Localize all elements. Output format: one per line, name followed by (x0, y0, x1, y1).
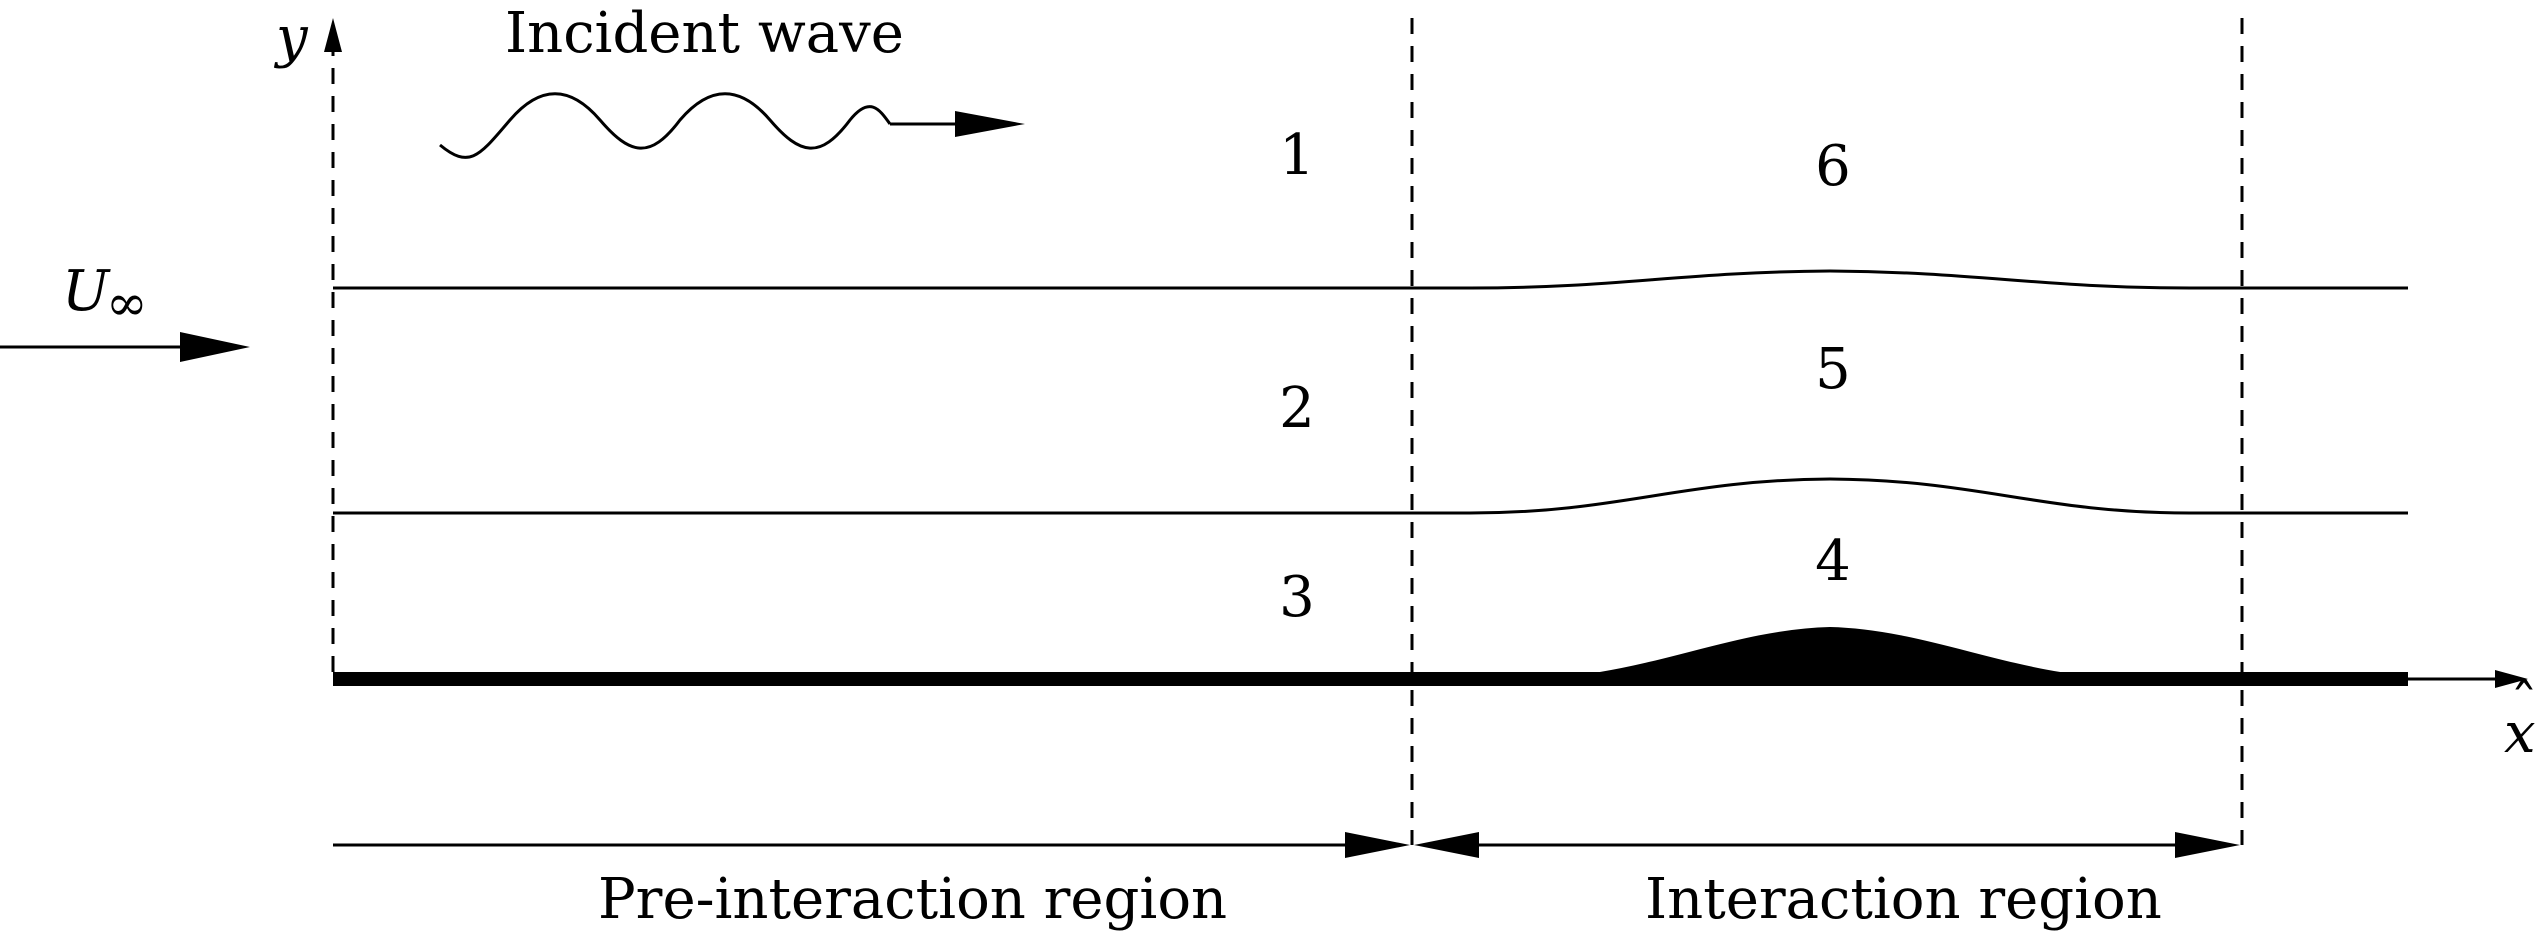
wall (333, 672, 2408, 686)
wall-hump (1599, 626, 2061, 674)
pre-interaction-arrowhead (1345, 832, 1410, 858)
interaction-left-arrowhead (1414, 832, 1479, 858)
upper-layer-boundary (333, 269, 2408, 290)
interaction-label: Interaction region (1645, 867, 2162, 932)
incident-wave-label: Incident wave (505, 1, 904, 66)
y-axis-arrowhead (324, 18, 342, 52)
region-label-5: 5 (1815, 337, 1851, 402)
freestream-label: U (62, 259, 111, 324)
interaction-right-arrowhead (2175, 832, 2240, 858)
incident-wave-arrowhead (955, 111, 1025, 137)
y-axis-hat: ˆ (283, 0, 311, 44)
incident-wave-squiggle (439, 92, 892, 159)
freestream-arrowhead (180, 332, 250, 362)
pre-interaction-label: Pre-interaction region (598, 867, 1227, 932)
middle-layer-boundary (333, 477, 2408, 515)
region-label-4: 4 (1815, 529, 1851, 594)
region-label-6: 6 (1815, 134, 1851, 199)
x-axis-arrowhead (2495, 670, 2528, 688)
region-label-1: 1 (1279, 123, 1315, 188)
x-axis-hat: ˆ (2510, 673, 2536, 738)
x-axis-label: x (2504, 701, 2536, 766)
freestream-subscript: ∞ (106, 274, 148, 332)
y-axis-label: y (273, 5, 309, 70)
region-label-2: 2 (1279, 376, 1315, 441)
region-label-3: 3 (1279, 565, 1315, 630)
